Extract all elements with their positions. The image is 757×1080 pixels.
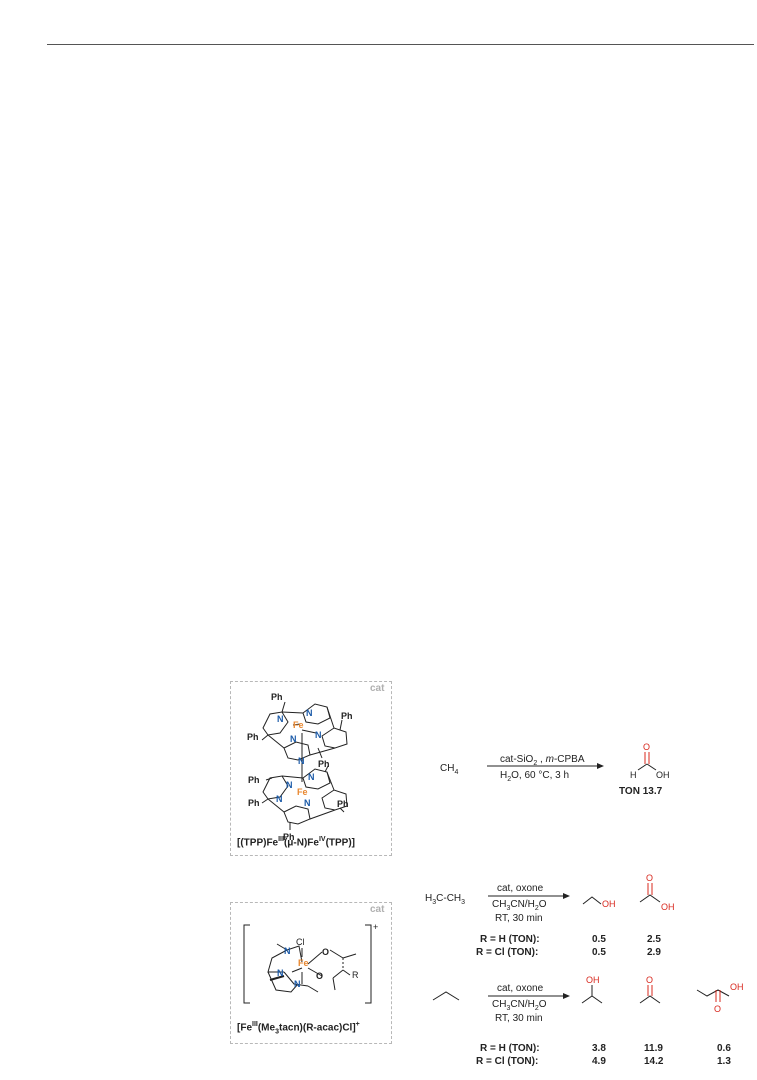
n-atom: N (308, 772, 315, 782)
ph-label: Ph (283, 832, 295, 842)
n-atom: N (304, 798, 311, 808)
header-rule (47, 44, 754, 45)
reaction2-row1-label: R = H (TON): (480, 934, 540, 945)
n-atom: N (277, 968, 284, 978)
reaction1-ton: TON 13.7 (619, 786, 663, 797)
reaction2-conditions-above: cat, oxone (497, 883, 544, 894)
hydroxyl-label: OH (656, 770, 670, 780)
catalyst2-caption: [FeIII(Me3tacn)(R-acac)Cl]+ (237, 1021, 360, 1036)
oxygen-atom: O (322, 947, 329, 957)
reaction2-row2-value1: 0.5 (592, 947, 606, 958)
oxygen-atom: O (643, 742, 650, 752)
cat-tag-1: cat (370, 683, 385, 694)
cat-tag-2: cat (370, 904, 385, 915)
reaction1-substrate: CH4 (440, 763, 459, 776)
reaction2-row1-value2: 2.5 (647, 934, 661, 945)
reaction2-conditions-below2: RT, 30 min (495, 913, 543, 924)
reaction2-row2-value2: 2.9 (647, 947, 661, 958)
hydroxyl-label: OH (586, 975, 600, 985)
ph-label: Ph (248, 775, 260, 785)
n-atom: N (298, 756, 305, 766)
chlorine-atom: Cl (296, 937, 305, 947)
reaction2-conditions-below1: CH3CN/H2O (492, 899, 547, 912)
reaction3-conditions-below1: CH3CN/H2O (492, 999, 547, 1012)
fe-atom: Fe (298, 958, 309, 968)
reaction3-arrow-head (563, 993, 570, 999)
reaction1-arrow-head (597, 763, 604, 769)
hydrogen-atom: H (630, 770, 637, 780)
ph-label: Ph (248, 798, 260, 808)
fe-atom: Fe (293, 720, 304, 730)
ph-label: Ph (341, 711, 353, 721)
reaction2-row1-value1: 0.5 (592, 934, 606, 945)
reaction3-conditions-above: cat, oxone (497, 983, 544, 994)
pyrrole-ring (302, 703, 331, 725)
reaction2-substrate: H3C-CH3 (425, 893, 466, 906)
reaction3-row1-value1: 3.8 (592, 1043, 606, 1054)
n-atom: N (277, 714, 284, 724)
n-atom: N (290, 734, 297, 744)
ph-label: Ph (318, 759, 330, 769)
reaction3-conditions-below2: RT, 30 min (495, 1013, 543, 1024)
reaction1-conditions-above: cat-SiO2 , m-CPBA (500, 754, 585, 767)
catalyst1-caption: [(TPP)FeIII(μ-N)FeIV(TPP)] (237, 836, 356, 849)
n-atom: N (294, 979, 301, 989)
n-atom: N (276, 794, 283, 804)
fe-atom: Fe (297, 787, 308, 797)
n-atom: N (315, 730, 322, 740)
oxygen-atom: O (316, 971, 323, 981)
reaction2-row2-label: R = Cl (TON): (476, 947, 539, 958)
reaction3-row2-value3: 1.3 (717, 1056, 731, 1067)
reaction3-row1-value3: 0.6 (717, 1043, 731, 1054)
catalyst-box-porphyrin (230, 681, 392, 856)
n-atom: N (306, 708, 313, 718)
oxygen-atom: O (714, 1004, 721, 1014)
oxygen-atom: O (646, 975, 653, 985)
hydroxyl-label: OH (602, 899, 616, 909)
reaction2-arrow-head (563, 893, 570, 899)
reaction3-row1-value2: 11.9 (644, 1043, 663, 1054)
ph-label: Ph (337, 799, 349, 809)
reaction3-row2-label: R = Cl (TON): (476, 1056, 539, 1067)
reaction1-conditions-below: H2O, 60 °C, 3 h (500, 770, 570, 783)
hydroxyl-label: OH (730, 982, 744, 992)
ph-label: Ph (247, 732, 259, 742)
propane-structure (432, 991, 460, 1001)
n-atom: N (286, 780, 293, 790)
ph-label: Ph (271, 692, 283, 702)
oxygen-atom: O (646, 873, 653, 883)
r-group: R (352, 970, 359, 980)
n-atom: N (284, 946, 291, 956)
pyrrole-ring (302, 768, 331, 790)
charge-plus: + (373, 922, 378, 932)
catalyst-box-tacn (230, 902, 392, 1044)
hydroxyl-label: OH (661, 902, 675, 912)
reaction3-row1-label: R = H (TON): (480, 1043, 540, 1054)
reaction3-row2-value1: 4.9 (592, 1056, 606, 1067)
reaction3-row2-value2: 14.2 (644, 1056, 664, 1067)
